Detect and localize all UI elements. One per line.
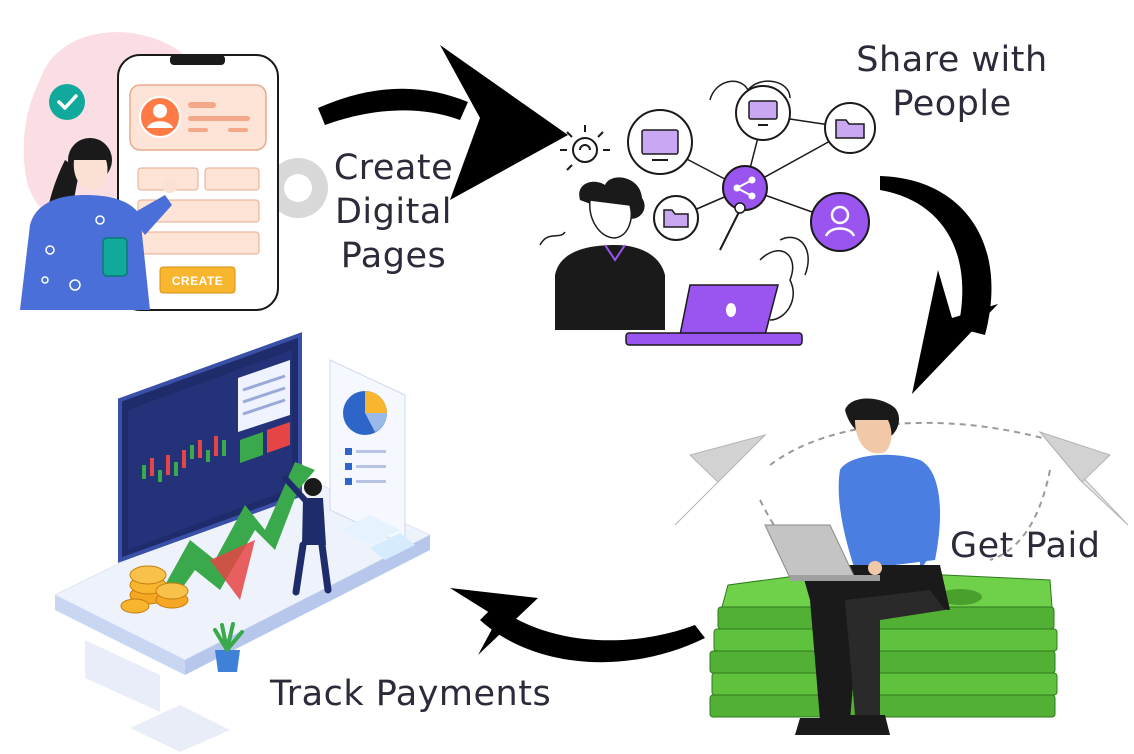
- share-illustration: [539, 80, 876, 346]
- laptop: [764, 524, 856, 579]
- track-illustration: [53, 332, 432, 752]
- analyst-figure: [282, 475, 332, 596]
- form-field: [204, 167, 260, 191]
- sun-icon: [560, 125, 610, 171]
- create-button: CREATE: [159, 266, 236, 294]
- arrow-create-to-share: [318, 45, 568, 200]
- phone-notch: [170, 55, 225, 65]
- plant-outline: [759, 249, 794, 321]
- plant-pot: [213, 622, 244, 672]
- check-icon: [49, 84, 85, 120]
- step-label-track: Track Payments: [270, 674, 552, 714]
- create-button-label: CREATE: [172, 274, 223, 288]
- paper-plane-icon: [1038, 430, 1129, 526]
- paid-illustration: [674, 398, 1129, 735]
- desktop-node: [735, 85, 791, 141]
- man-figure: [764, 398, 950, 735]
- folder-node: [824, 102, 876, 154]
- blocks: [340, 515, 415, 560]
- monitor-node: [627, 109, 693, 175]
- phone-in-hand: [102, 237, 128, 277]
- step-label-share: Share with People: [856, 40, 1048, 124]
- trend-arrow: [165, 462, 315, 605]
- folder-node: [653, 195, 699, 241]
- candlesticks: [142, 436, 226, 482]
- step-label-paid: Get Paid: [950, 526, 1101, 566]
- paper-plane-icon: [674, 434, 767, 526]
- form-field: [137, 231, 260, 255]
- person-at-laptop: [539, 177, 809, 346]
- gear-icon: [268, 158, 328, 218]
- create-illustration: CREATE: [20, 32, 328, 311]
- arrow-share-to-paid: [880, 176, 998, 394]
- coin-stack: [120, 565, 189, 614]
- share-icon: [722, 165, 768, 211]
- woman-figure: [20, 138, 178, 310]
- arrow-paid-to-track: [450, 588, 705, 663]
- user-node: [810, 192, 870, 252]
- step-label-create: Create Digital Pages: [333, 148, 454, 276]
- pie-chart-panel: [329, 359, 406, 546]
